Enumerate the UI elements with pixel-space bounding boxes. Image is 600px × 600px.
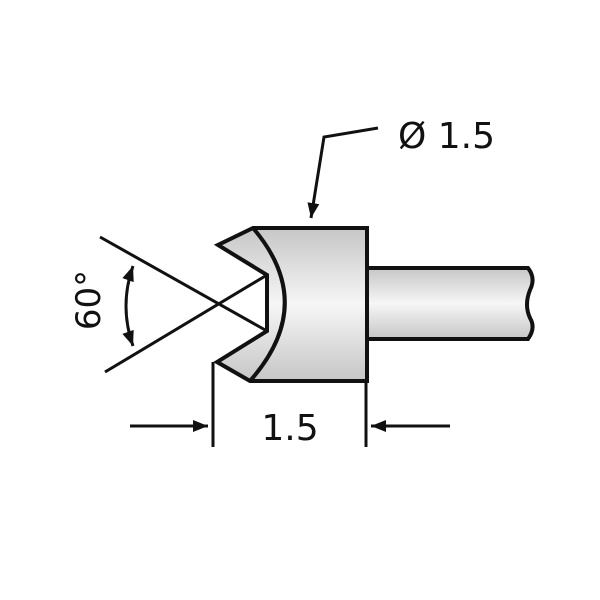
diameter-leader [307, 126, 379, 219]
cutter-head-face-arc [248, 226, 287, 383]
angle-arrow [122, 265, 135, 347]
cutter-head [213, 226, 369, 383]
diameter-label: Ø 1.5 [398, 116, 495, 157]
angle-line-upper [99, 235, 268, 333]
shaft [365, 266, 535, 341]
angle-line-lower [104, 273, 268, 374]
length-label: 1.5 [261, 408, 318, 449]
angle-label: 60° [69, 270, 109, 330]
